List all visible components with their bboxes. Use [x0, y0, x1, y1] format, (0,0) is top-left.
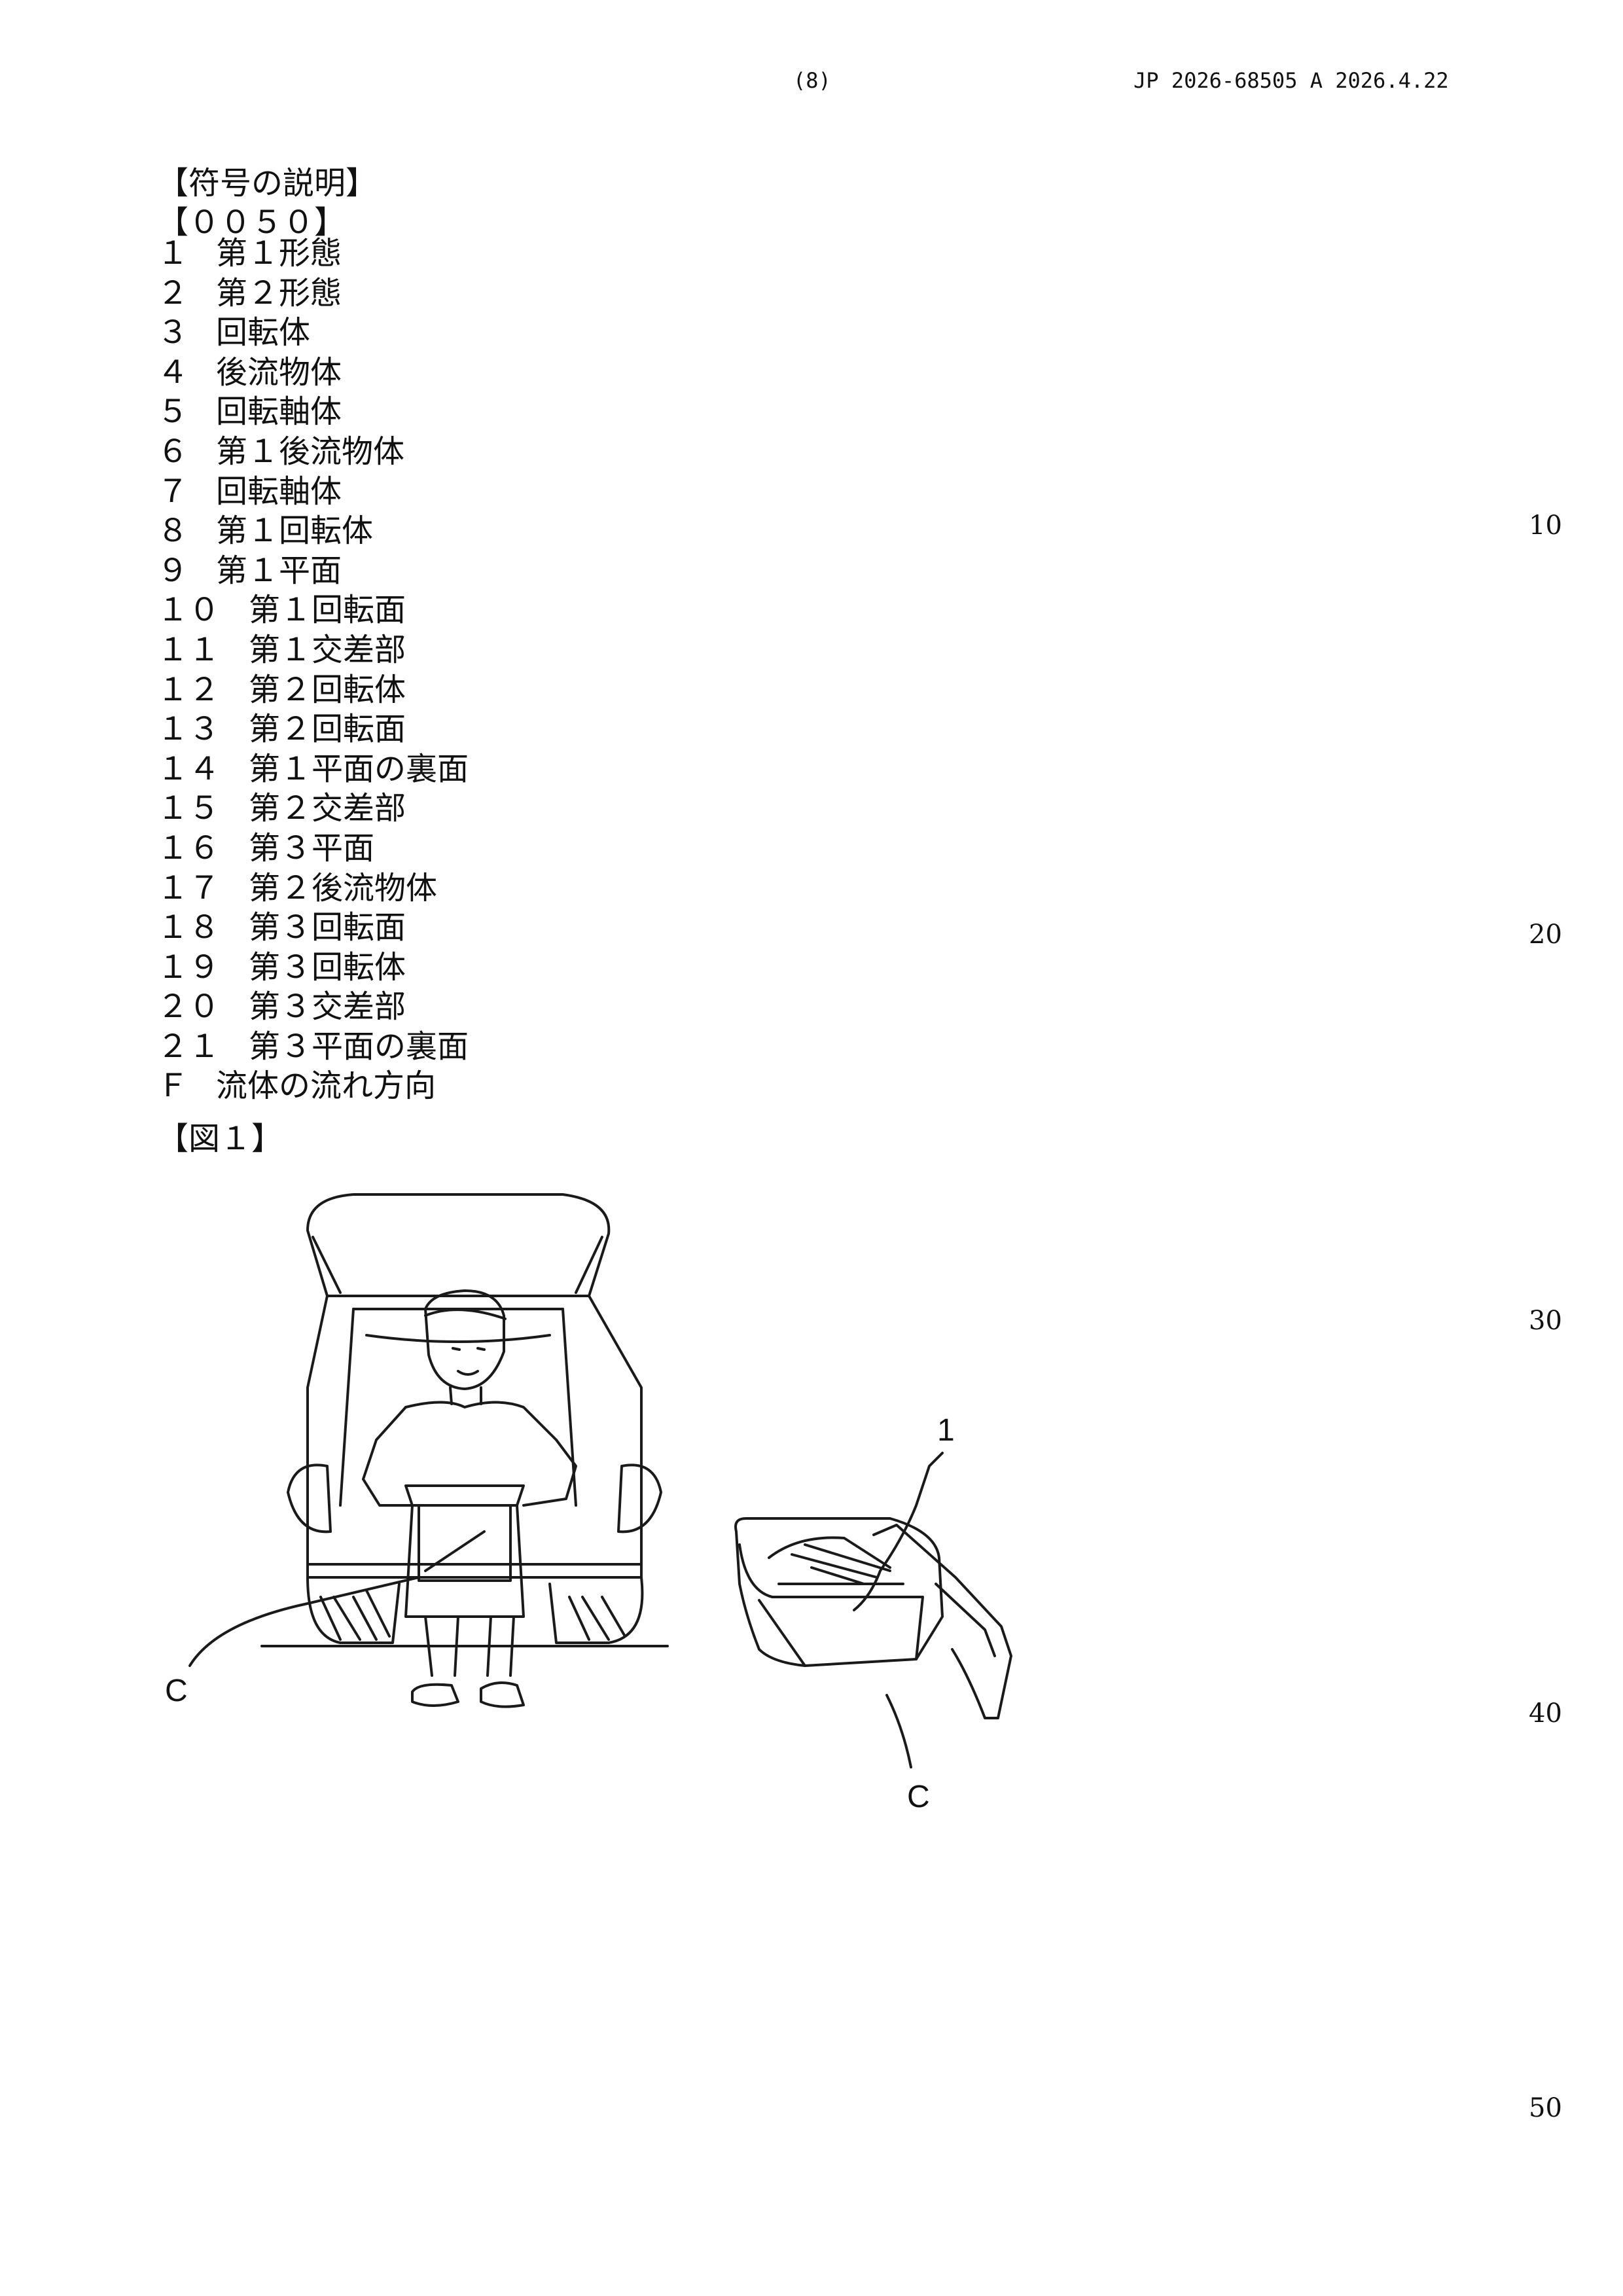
person-drawing: [363, 1291, 576, 1707]
car-drawing: [262, 1194, 668, 1646]
callout-c-left: C: [165, 1673, 188, 1709]
line-number-10: 10: [1529, 511, 1562, 541]
callout-c-right: C: [907, 1779, 930, 1815]
line-number-50: 50: [1529, 2093, 1562, 2123]
line-number-40: 40: [1529, 1698, 1562, 1729]
line-number-20: 20: [1529, 920, 1562, 950]
callout-one: 1: [937, 1412, 955, 1448]
held-container-drawing: [406, 1486, 524, 1581]
open-container-drawing: [736, 1518, 1011, 1718]
line-number-30: 30: [1529, 1306, 1562, 1336]
